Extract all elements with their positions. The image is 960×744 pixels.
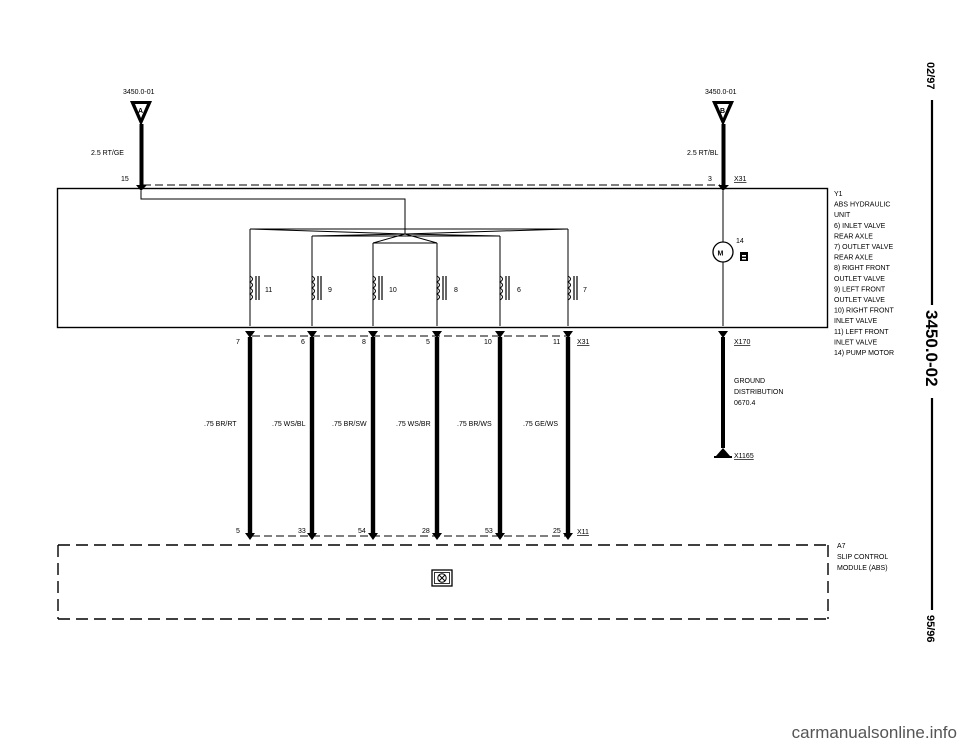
wire-bottom-pin: 53 [485, 528, 493, 535]
valve-10: 10 [372, 275, 397, 301]
wire-2: 6 .75 WS/BL 33 [272, 331, 317, 540]
wire-bottom-pin: 54 [358, 528, 366, 535]
valve-number: 8 [454, 287, 458, 294]
ground-distribution-label: GROUND DISTRIBUTION 0670.4 [734, 378, 785, 407]
connector-a-wire-label: 2.5 RT/GE [91, 150, 124, 157]
connector-b-pin: 3 [708, 176, 712, 183]
wire-3: 8 .75 BR/SW 54 [332, 331, 378, 540]
side-strip: 02/97 3450.0-02 95/96 [922, 62, 941, 643]
wire-top-pin: 8 [362, 339, 366, 346]
wire-1: 7 .75 BR/RT 5 [204, 331, 255, 540]
connector-a-ref: 3450.0-01 [123, 89, 155, 96]
ground-icon [716, 448, 730, 456]
valve-number: 11 [265, 287, 272, 294]
conn-x31-label: X31 [577, 339, 590, 346]
conn-x11-label: X11 [577, 529, 589, 536]
wire-top-pin: 6 [301, 339, 305, 346]
connector-a-pin: 15 [121, 176, 129, 183]
motor-m-icon: M [718, 251, 724, 258]
wire-color-label: .75 BR/RT [204, 421, 237, 428]
internal-wiring [140, 191, 724, 326]
wire-top-pin: 5 [426, 339, 430, 346]
unit-description: Y1 ABS HYDRAULIC UNIT 6) INLET VALVE REA… [834, 191, 896, 357]
valve-number: 10 [389, 287, 397, 294]
valve-6: 6 [499, 275, 521, 301]
valve-7: 7 [567, 275, 587, 301]
module-label: A7 SLIP CONTROL MODULE (ABS) [837, 543, 890, 572]
wire-color-label: .75 GE/WS [523, 421, 558, 428]
wire-bottom-pin: 5 [236, 528, 240, 535]
hydraulic-unit-box [56, 187, 829, 329]
wire-bottom-pin: 25 [553, 528, 561, 535]
wire-color-label: .75 BR/SW [332, 421, 367, 428]
wire-color-label: .75 WS/BR [396, 421, 431, 428]
ground-conn-label: X1165 [734, 453, 754, 460]
connector-a: 3450.0-01 A 2.5 RT/GE 15 [91, 89, 155, 191]
side-date-bottom: 95/96 [924, 615, 936, 643]
wire-top-pin: 7 [236, 339, 240, 346]
connector-a-letter: A [138, 108, 143, 115]
valve-8: 8 [436, 275, 458, 301]
ground-wire: X170 GROUND DISTRIBUTION 0670.4 X1165 [714, 331, 785, 460]
wire-color-label: .75 WS/BL [272, 421, 306, 428]
wire-top-pin: 11 [553, 339, 560, 346]
valve-number: 9 [328, 287, 332, 294]
side-page-number: 3450.0-02 [922, 310, 941, 387]
valve-11: 11 [249, 275, 272, 301]
valve-number: 6 [517, 287, 521, 294]
wire-bottom-pin: 33 [298, 528, 306, 535]
control-module-icon [431, 569, 453, 587]
pump-motor: M 14 [712, 238, 748, 263]
connector-b: 3450.0-01 B 2.5 RT/BL 3 X31 [687, 89, 747, 191]
module-box [57, 544, 829, 620]
wire-6: 11 .75 GE/WS 25 [523, 331, 573, 540]
side-date-top: 02/97 [924, 62, 936, 90]
wire-5: 10 .75 BR/WS 53 [457, 331, 505, 540]
wire-color-label: .75 BR/WS [457, 421, 492, 428]
connector-b-ref: 3450.0-01 [705, 89, 737, 96]
valve-number: 7 [583, 287, 587, 294]
connector-b-letter: B [720, 108, 725, 115]
connector-b-wire-label: 2.5 RT/BL [687, 150, 718, 157]
motor-conn-label: X170 [734, 339, 750, 346]
wire-4: 5 .75 WS/BR 28 [396, 331, 442, 540]
wire-top-pin: 10 [484, 339, 492, 346]
connector-b-conn: X31 [734, 176, 747, 183]
watermark: carmanualsonline.info [792, 723, 957, 742]
motor-number: 14 [736, 238, 744, 245]
valve-9: 9 [311, 275, 332, 301]
wire-bottom-pin: 28 [422, 528, 430, 535]
